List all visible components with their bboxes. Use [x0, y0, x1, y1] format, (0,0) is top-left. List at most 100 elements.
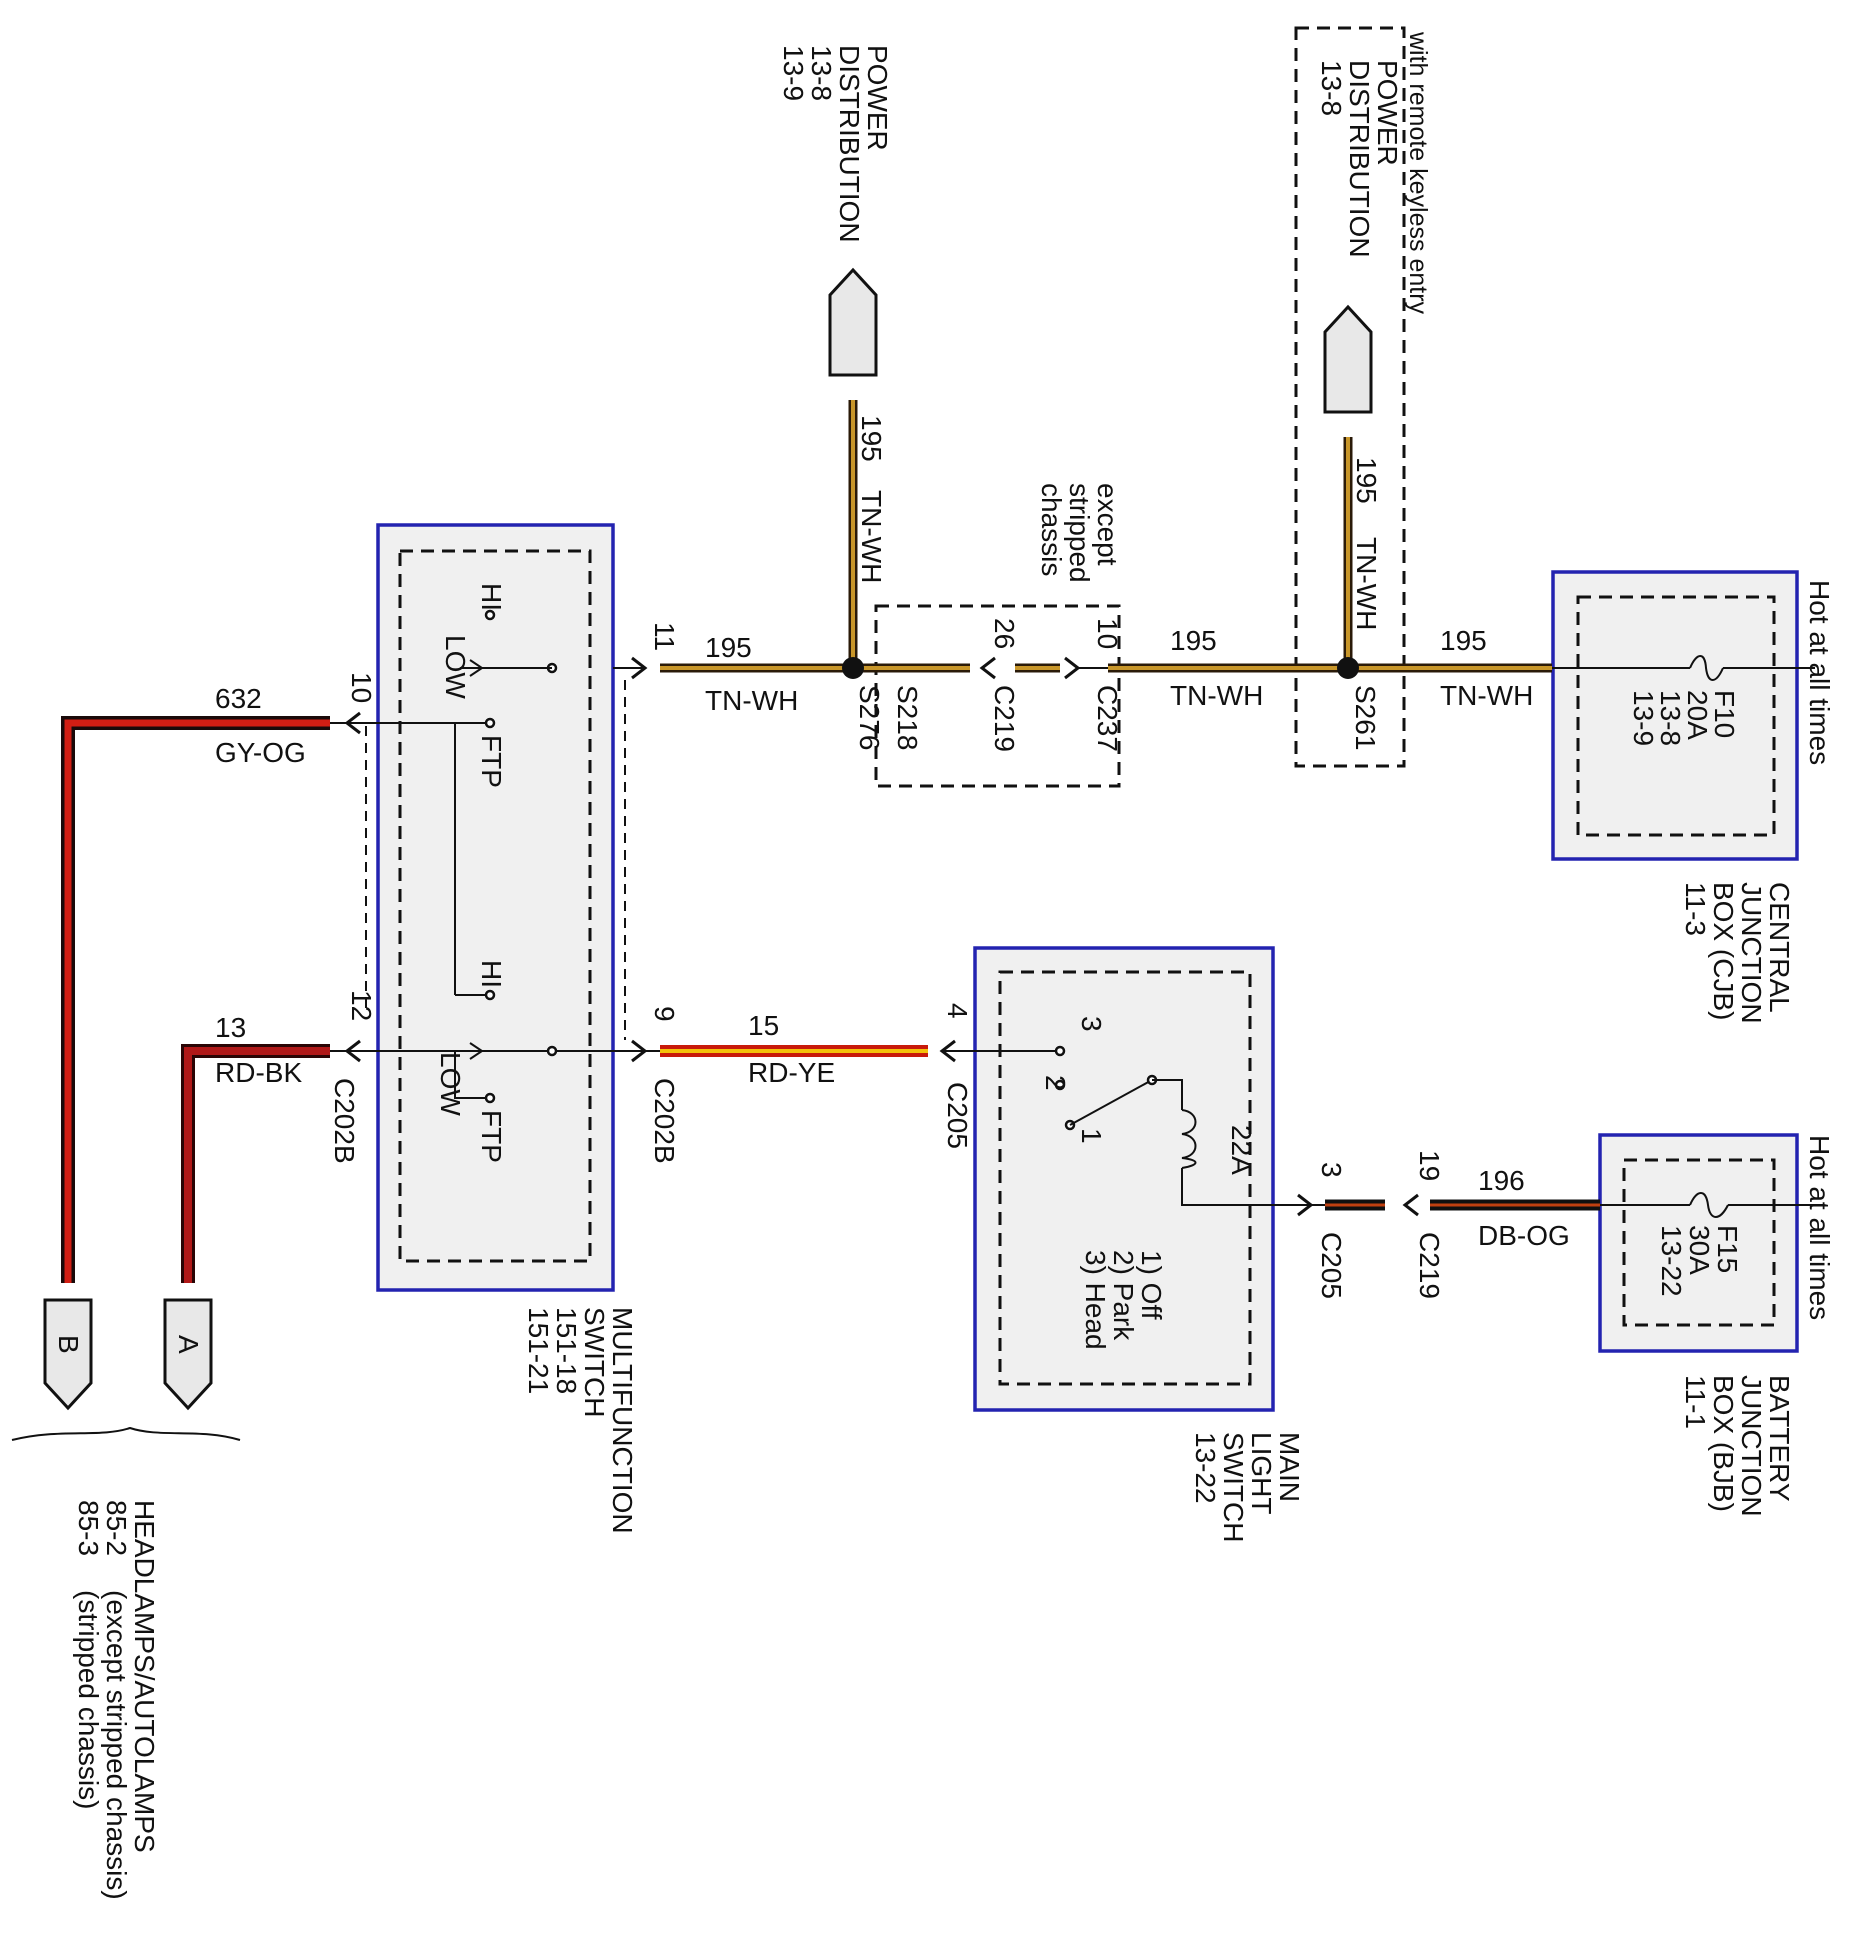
stripped-label: stripped	[1064, 483, 1095, 583]
central-junction-box	[1551, 570, 1799, 861]
power-distribution-1-icon	[828, 267, 878, 377]
splice-s218-label: S218	[892, 685, 923, 750]
circuit-195-color-h2: TN-WH	[1170, 680, 1263, 711]
pin-4-label: 4	[942, 1003, 973, 1019]
mf-name1-label: MULTIFUNCTION	[607, 1307, 638, 1534]
circuit-13-color: RD-BK	[215, 1057, 302, 1088]
circuit-195-color-h3: TN-WH	[1440, 680, 1533, 711]
mf-hi-bottom-label: HI	[476, 960, 507, 988]
circuit-195-number-h3: 195	[1440, 625, 1487, 656]
circuit-15-number: 15	[748, 1010, 779, 1041]
headlamps-853-label: 85-3	[73, 1500, 104, 1556]
main-light-switch-box	[973, 946, 1275, 1412]
mf-name2-label: SWITCH	[579, 1307, 610, 1417]
mf-ref1-label: 151-18	[551, 1307, 582, 1394]
pd2-title1: POWER	[1372, 60, 1403, 166]
cjb-hot-label: Hot at all times	[1804, 580, 1835, 765]
pd2-ref1: 13-8	[1316, 60, 1347, 116]
bjb-ref-label: 11-1	[1680, 1375, 1711, 1429]
bjb-ref1-label: 13-22	[1656, 1225, 1687, 1297]
splice-s276-label: S276	[854, 685, 885, 750]
wire-13	[181, 1044, 330, 1283]
pd1-title2: DISTRIBUTION	[834, 45, 865, 243]
pin-10-top-label: 10	[1092, 618, 1123, 649]
cjb-ref2-label: 13-9	[1628, 690, 1659, 746]
battery-junction-box	[1598, 1133, 1799, 1353]
bjb-amps-label: 30A	[1684, 1225, 1715, 1275]
mls-opt2-label: 2) Park	[1108, 1250, 1139, 1341]
mf-low-top-label: LOW	[440, 635, 471, 699]
circuit-195-number-v1: 195	[856, 415, 887, 462]
headlamps-852-label: 85-2	[101, 1500, 132, 1556]
connector-c202b-left-label: C202B	[329, 1078, 360, 1164]
circuit-195-number-v2: 195	[1351, 457, 1382, 504]
cjb-ref1-label: 13-8	[1655, 690, 1686, 746]
circuit-195-color-v2: TN-WH	[1351, 537, 1382, 630]
circuit-195-color-v1: TN-WH	[856, 490, 887, 583]
fuse-f15-icon	[1689, 1192, 1729, 1218]
connector-c237-icon	[1064, 656, 1081, 680]
connector-c219-bottom-label: C219	[1414, 1232, 1445, 1299]
mf-hi-top-label: HI	[476, 583, 507, 611]
except-label: except	[1092, 483, 1123, 566]
connector-c205-bottom-label: C205	[1316, 1232, 1347, 1299]
cjb-name1-label: CENTRAL	[1764, 882, 1795, 1013]
mf-low-bottom-label: LOW	[435, 1052, 466, 1116]
mls-breaker-label: 22A	[1226, 1125, 1257, 1175]
multifunction-switch-internals	[395, 609, 558, 1104]
pin-12-label: 12	[346, 990, 377, 1021]
bjb-name2-label: JUNCTION	[1736, 1375, 1767, 1517]
main-light-switch-internals	[1054, 1045, 1197, 1206]
splice-s261	[1337, 657, 1359, 679]
pin-10-label: 10	[346, 672, 377, 703]
circuit-632-number: 632	[215, 683, 262, 714]
connector-c237-label: C237	[1092, 685, 1123, 752]
remote-keyless-entry-box	[1294, 26, 1406, 768]
bjb-fuse-label: F15	[1712, 1225, 1743, 1273]
headlamps-853-note: (stripped chassis)	[73, 1590, 104, 1809]
pin-3-label: 3	[1316, 1162, 1347, 1178]
circuit-195-number-h1: 195	[705, 632, 752, 663]
pin-26-label: 26	[989, 618, 1020, 649]
pd2-title2: DISTRIBUTION	[1344, 60, 1375, 258]
circuit-195-color-h1: TN-WH	[705, 685, 798, 716]
pd1-title1: POWER	[862, 45, 893, 151]
mls-pos2-label: 2	[1040, 1075, 1071, 1091]
connector-c219-bottom-icon	[1402, 1193, 1419, 1217]
mls-pos1-label: 1	[1076, 1128, 1107, 1144]
connector-c219-top-label: C219	[989, 685, 1020, 752]
headlamp-connector-b-label: B	[53, 1335, 84, 1354]
headlamp-connector-b-icon	[43, 1298, 93, 1411]
circuit-15-color: RD-YE	[748, 1057, 835, 1088]
circuit-196-number: 196	[1478, 1165, 1525, 1196]
headlamps-name-label: HEADLAMPS/AUTOLAMPS	[129, 1500, 160, 1853]
pd1-ref2: 13-9	[778, 45, 809, 101]
bjb-name1-label: BATTERY	[1764, 1375, 1795, 1502]
splice-s276	[842, 657, 864, 679]
pin-19-label: 19	[1414, 1150, 1445, 1181]
connector-c205-top-label: C205	[942, 1082, 973, 1149]
mls-opt3-label: 3) Head	[1080, 1250, 1111, 1350]
pd1-ref1: 13-8	[806, 45, 837, 101]
cjb-name2-label: JUNCTION	[1736, 882, 1767, 1024]
headlamps-852-note: (except stripped chassis)	[101, 1590, 132, 1900]
mls-opt1-label: 1) Off	[1136, 1250, 1167, 1320]
mf-ftp-bottom-label: FTP	[476, 1110, 507, 1163]
headlamps-brace-icon	[11, 1426, 241, 1441]
cjb-name3-label: BOX (CJB)	[1708, 882, 1739, 1020]
headlamp-connector-a-icon	[163, 1298, 213, 1411]
circuit-632-color: GY-OG	[215, 737, 306, 768]
mls-pos3-label: 3	[1076, 1016, 1107, 1032]
circuit-13-number: 13	[215, 1012, 246, 1043]
fuse-f10-icon	[1689, 655, 1724, 681]
wire-632	[61, 716, 330, 1283]
pin-9-label: 9	[649, 1006, 680, 1022]
mls-ref-label: 13-22	[1190, 1432, 1221, 1504]
pd2-note: with remote keyless entry	[1404, 31, 1432, 315]
bjb-name3-label: BOX (BJB)	[1708, 1375, 1739, 1512]
bjb-hot-label: Hot at all times	[1804, 1135, 1835, 1320]
chassis-label: chassis	[1036, 483, 1067, 576]
headlamp-connector-a-label: A	[173, 1335, 204, 1354]
cjb-fuse-label: F10	[1709, 690, 1740, 738]
pin-11-label: 11	[649, 622, 680, 651]
